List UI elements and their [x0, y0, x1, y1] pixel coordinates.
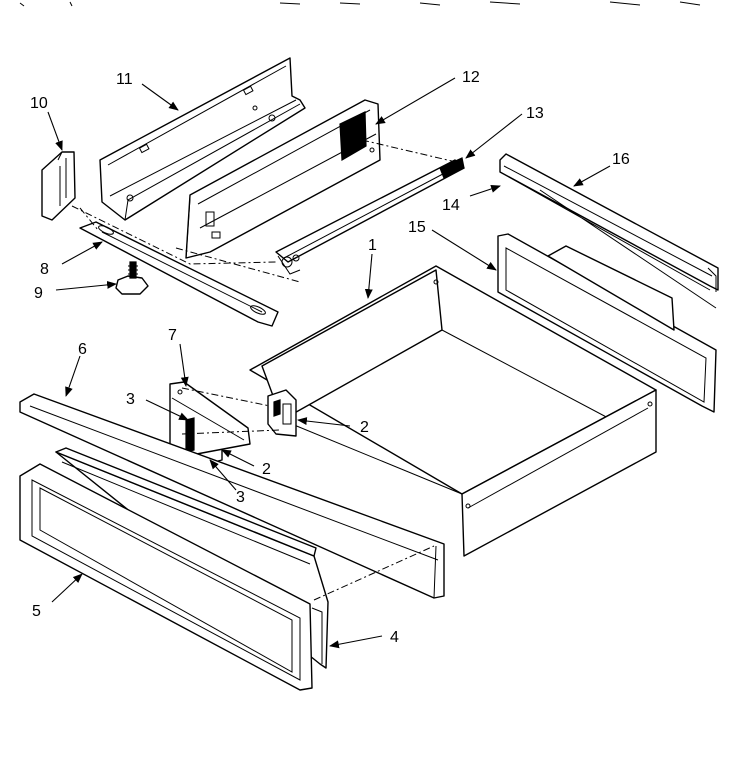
- rear-panel-part: [99, 57, 306, 221]
- callout-13: 13: [526, 105, 544, 122]
- callout-10: 10: [30, 95, 48, 112]
- slide-rail-part: [275, 157, 465, 275]
- callout-8: 8: [40, 261, 49, 278]
- callout-14: 14: [442, 197, 460, 214]
- callout-3-upper: 3: [126, 391, 135, 408]
- front-trim-part: [19, 393, 445, 599]
- callout-1: 1: [368, 237, 377, 254]
- callout-labels: 11 12 13 10 8 9 16 14 15 1 7 6 3 2 2 3 4…: [30, 69, 630, 646]
- callout-2-lower: 2: [262, 461, 271, 478]
- callout-16: 16: [612, 151, 630, 168]
- callout-3-lower: 3: [236, 489, 245, 506]
- callout-5: 5: [32, 603, 41, 620]
- callout-12: 12: [462, 69, 480, 86]
- callout-4: 4: [390, 629, 399, 646]
- callout-9: 9: [34, 285, 43, 302]
- leveling-leg-part: [115, 261, 149, 295]
- top-trim-part: [499, 153, 719, 309]
- callout-6: 6: [78, 341, 87, 358]
- rail-bracket-part: [185, 99, 381, 259]
- leader-lines: [47, 77, 611, 649]
- callout-15: 15: [408, 219, 426, 236]
- callout-7: 7: [168, 327, 177, 344]
- front-frame-part: [19, 463, 313, 691]
- callout-11: 11: [116, 71, 133, 88]
- callout-2-upper: 2: [360, 419, 369, 436]
- end-bracket-part: [41, 151, 76, 221]
- assembly-lines: [71, 139, 457, 601]
- base-rail-part: [79, 221, 279, 327]
- drawer-tub-part: [249, 265, 657, 557]
- front-bracket-part: [169, 381, 251, 457]
- drawer-rear-panel-part: [497, 233, 717, 413]
- hinge-bracket-part-upper: [267, 389, 297, 437]
- scan-artifacts: [19, 1, 701, 7]
